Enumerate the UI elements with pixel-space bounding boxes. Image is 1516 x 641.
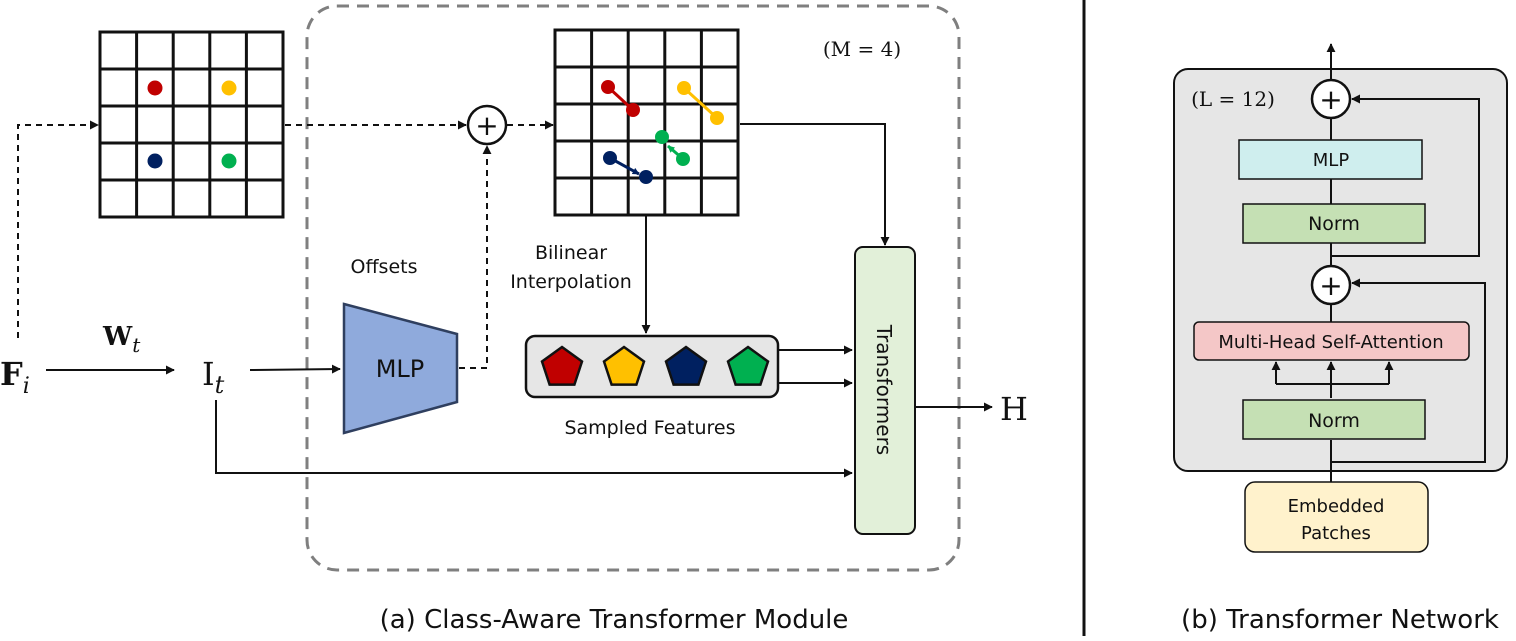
norm-top-label: Norm: [1308, 213, 1360, 235]
panel-a: (M = 4): [0, 4, 1028, 635]
norm-bottom-label: Norm: [1308, 410, 1360, 432]
pentagon-green-icon: [726, 345, 770, 386]
mlp-b-label: MLP: [1313, 150, 1350, 171]
f-input-label: Fi: [0, 355, 30, 399]
arrow-i-to-mlp: [249, 364, 341, 374]
norm-bottom-box: [1242, 399, 1426, 440]
w-label: Wt: [102, 322, 141, 357]
mlp-a-label: MLP: [376, 355, 425, 383]
feature-grid-right: [553, 28, 740, 217]
plus-circle-icon: [466, 104, 508, 146]
grid-point-green: [221, 153, 237, 169]
offset-vectors: [601, 80, 724, 184]
plus-middle-symbol: +: [1319, 269, 1342, 302]
grid-point-navy: [147, 153, 163, 169]
arrow-grid-to-transformers: [740, 123, 890, 246]
h-output-label: H: [1000, 390, 1028, 428]
caption-a: (a) Class-Aware Transformer Module: [380, 605, 849, 635]
panel-b: (L = 12) + MLP Norm + Multi-Head Self-At…: [1173, 43, 1508, 635]
offsets-label: Offsets: [351, 256, 418, 278]
grid-point-yellow: [221, 80, 237, 96]
plus-symbol: +: [475, 109, 498, 142]
residual-arrow-bottom: [1331, 278, 1486, 463]
transformers-label: Transformers: [872, 324, 896, 455]
residual-arrow-top: [1330, 94, 1480, 266]
arrow-f-to-grid: [17, 120, 99, 338]
m-label: (M = 4): [823, 37, 901, 61]
mhsa-box: [1193, 321, 1470, 361]
grid-point-red: [147, 80, 163, 96]
arrow-mlp-to-plus: [459, 145, 492, 369]
arrow-i-to-transformers: [215, 400, 853, 478]
plus-top-symbol: +: [1319, 83, 1342, 116]
mhsa-label: Multi-Head Self-Attention: [1218, 332, 1443, 353]
norm-top-box: [1242, 203, 1426, 244]
arrows-norm-to-mhsa: [1276, 383, 1389, 398]
sampled-features-label: Sampled Features: [564, 417, 735, 439]
module-boundary: [305, 4, 961, 572]
embedded-patches-box: [1244, 481, 1429, 553]
caption-b: (b) Transformer Network: [1181, 605, 1499, 635]
feature-grid-left: [98, 30, 285, 219]
pentagon-red-icon: [540, 345, 584, 386]
pentagon-yellow-icon: [602, 345, 646, 386]
sampled-features-box: [524, 334, 780, 399]
i-label: It: [202, 355, 225, 399]
l-label: (L = 12): [1191, 87, 1275, 111]
mlp-b-box: [1238, 139, 1423, 180]
mlp-trapezoid: [342, 302, 459, 435]
transformers-box: [854, 246, 916, 535]
pentagon-navy-icon: [664, 345, 708, 386]
